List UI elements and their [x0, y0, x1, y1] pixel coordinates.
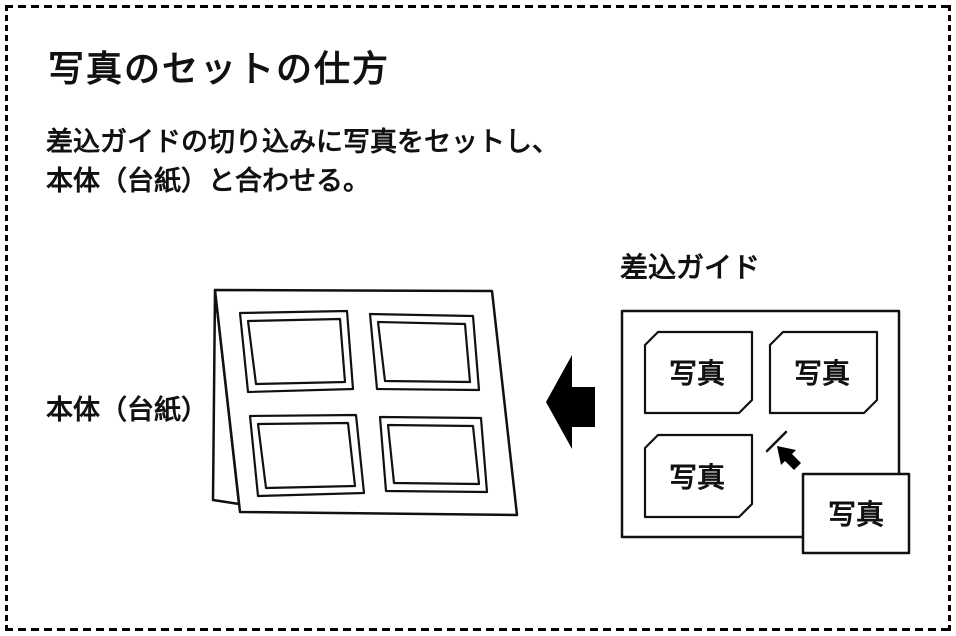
- insert-up-left-arrow-icon: [777, 446, 801, 470]
- photo-card: [801, 472, 911, 555]
- photo-frame-3-outer: [248, 413, 366, 498]
- photo-slot-3-label: 写真: [669, 462, 725, 493]
- photo-frame-2-inner: [376, 320, 472, 384]
- instruction-line-2: 本体（台紙）と合わせる。: [46, 166, 370, 196]
- photo-frame-4-inner: [386, 423, 481, 486]
- mount-board-label: 本体（台紙）: [46, 395, 208, 425]
- page-title: 写真のセットの仕方: [48, 48, 391, 89]
- instruction-line-1: 差込ガイドの切り込みに写真をセットし、: [46, 127, 559, 157]
- instruction-text: 差込ガイドの切り込みに写真をセットし、 本体（台紙）と合わせる。: [46, 123, 559, 201]
- transfer-left-arrow-icon: [546, 355, 595, 449]
- insert-guide-diagram: 写真 写真 写真 写真: [620, 309, 911, 555]
- slit-mark-icon: [765, 430, 788, 453]
- photo-frame-1-inner: [246, 317, 347, 386]
- insert-guide-label: 差込ガイド: [620, 252, 761, 283]
- photo-slot-2-label: 写真: [794, 358, 850, 389]
- photo-slot-3: [643, 433, 754, 519]
- photo-frame-2-outer: [368, 312, 481, 392]
- photo-card-label: 写真: [828, 499, 884, 530]
- photo-slot-1-label: 写真: [669, 358, 725, 389]
- photo-frame-1-outer: [238, 309, 355, 394]
- photo-frame-4-outer: [378, 415, 489, 494]
- mount-card-front-face: [213, 288, 519, 517]
- photo-frame-3-inner: [256, 421, 357, 490]
- mount-board-diagram: [211, 288, 519, 517]
- photo-slot-1: [643, 330, 754, 415]
- photo-slot-2: [768, 330, 879, 415]
